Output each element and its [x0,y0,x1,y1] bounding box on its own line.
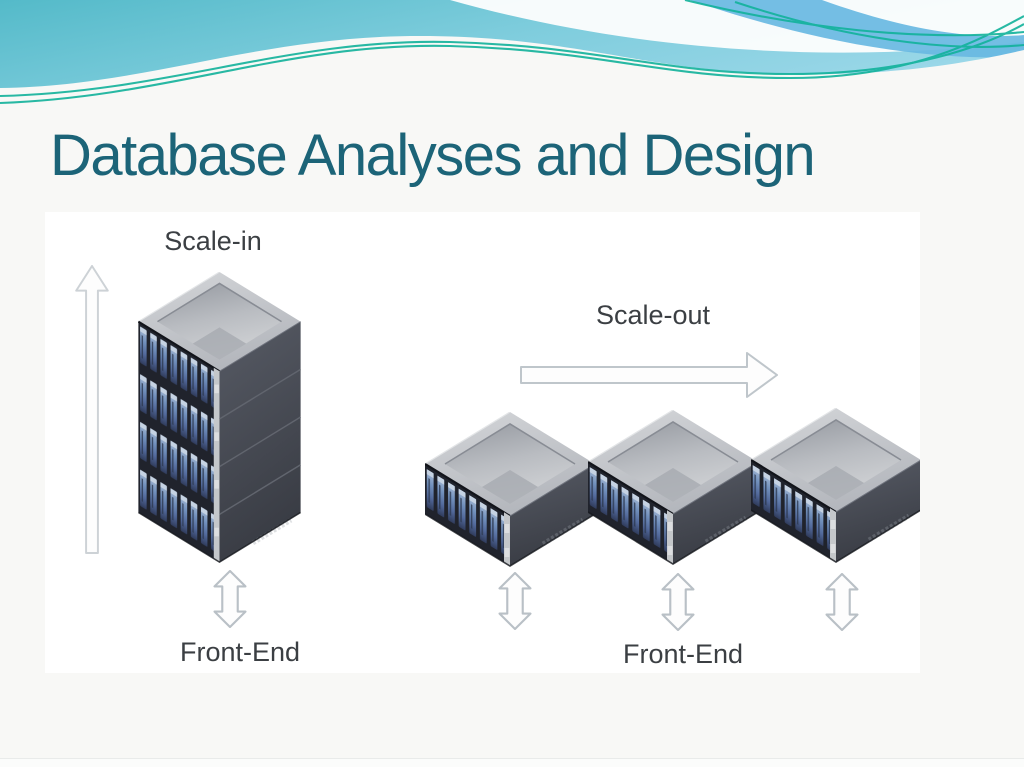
front-end-updown-arrow-icon [661,573,695,631]
front-end-label-left: Front-End [180,637,300,667]
scale-out-label: Scale-out [596,300,711,330]
bottom-edge-decoration [0,758,1024,767]
front-end-updown-arrow-icon [498,572,532,630]
scale-out-arrow-icon [520,352,778,398]
header-wave-decoration [0,0,1024,122]
scale-in-label: Scale-in [164,226,262,256]
scale-out-server [588,410,758,564]
server-tower [138,272,300,562]
front-end-label-right: Front-End [623,639,743,669]
header-green-lines [0,0,1024,105]
scale-in-arrow-icon [75,265,109,555]
scale-out-server [751,408,920,562]
front-end-updown-arrow-icon [825,573,859,631]
slide-title: Database Analyses and Design [50,123,816,188]
scaling-diagram: Scale-in Front-End Scale-out Front-End [45,212,920,673]
scale-out-server [425,412,595,566]
front-end-updown-arrow-icon [213,570,247,628]
